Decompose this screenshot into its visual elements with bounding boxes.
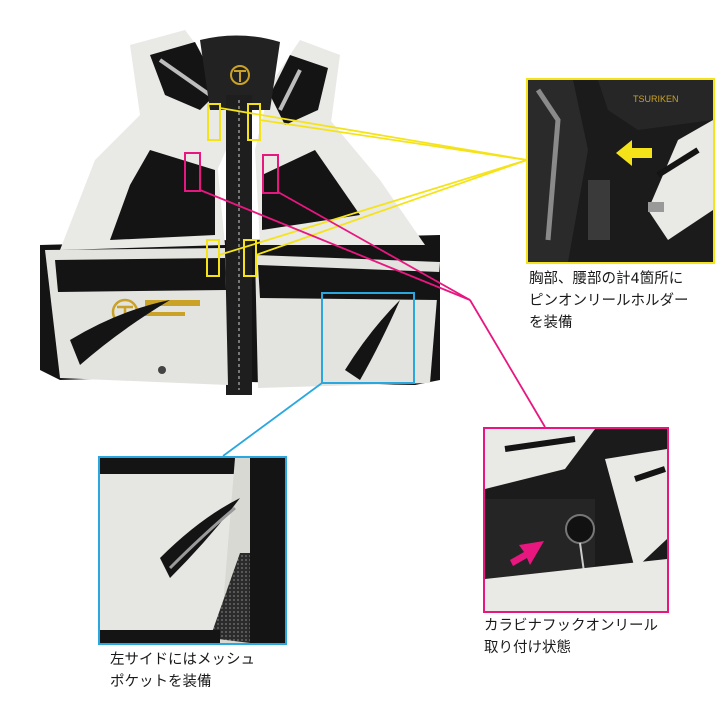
pinon-holder-marker xyxy=(206,239,220,277)
detail-pinon-holder: TSURIKEN xyxy=(526,78,715,264)
pinon-holder-marker xyxy=(243,239,257,277)
caption-line: ポケットを装備 xyxy=(110,674,212,690)
caption-pinon-holder: 胸部、腰部の計4箇所に ピンオンリールホルダー を装備 xyxy=(529,268,689,334)
pinon-holder-marker xyxy=(247,103,261,141)
caption-mesh-pocket: 左サイドにはメッシュ ポケットを装備 xyxy=(110,649,255,693)
pinon-holder-marker xyxy=(207,103,221,141)
logo-text: TSURIKEN xyxy=(633,94,679,104)
detail-carabiner xyxy=(483,427,669,613)
detail-mesh-pocket xyxy=(98,456,287,645)
caption-line: を装備 xyxy=(529,315,573,331)
caption-line: カラビナフックオンリール xyxy=(484,618,658,634)
arrow-yellow-icon xyxy=(616,140,652,166)
caption-carabiner: カラビナフックオンリール 取り付け状態 xyxy=(484,615,658,659)
mesh-pocket-marker xyxy=(321,292,415,384)
arrow-magenta-icon xyxy=(510,541,544,566)
carabiner-marker xyxy=(184,152,201,192)
caption-line: 胸部、腰部の計4箇所に xyxy=(529,271,684,287)
caption-line: 左サイドにはメッシュ xyxy=(110,652,255,668)
carabiner-marker xyxy=(262,154,279,194)
caption-line: ピンオンリールホルダー xyxy=(529,293,689,309)
caption-line: 取り付け状態 xyxy=(484,640,571,656)
